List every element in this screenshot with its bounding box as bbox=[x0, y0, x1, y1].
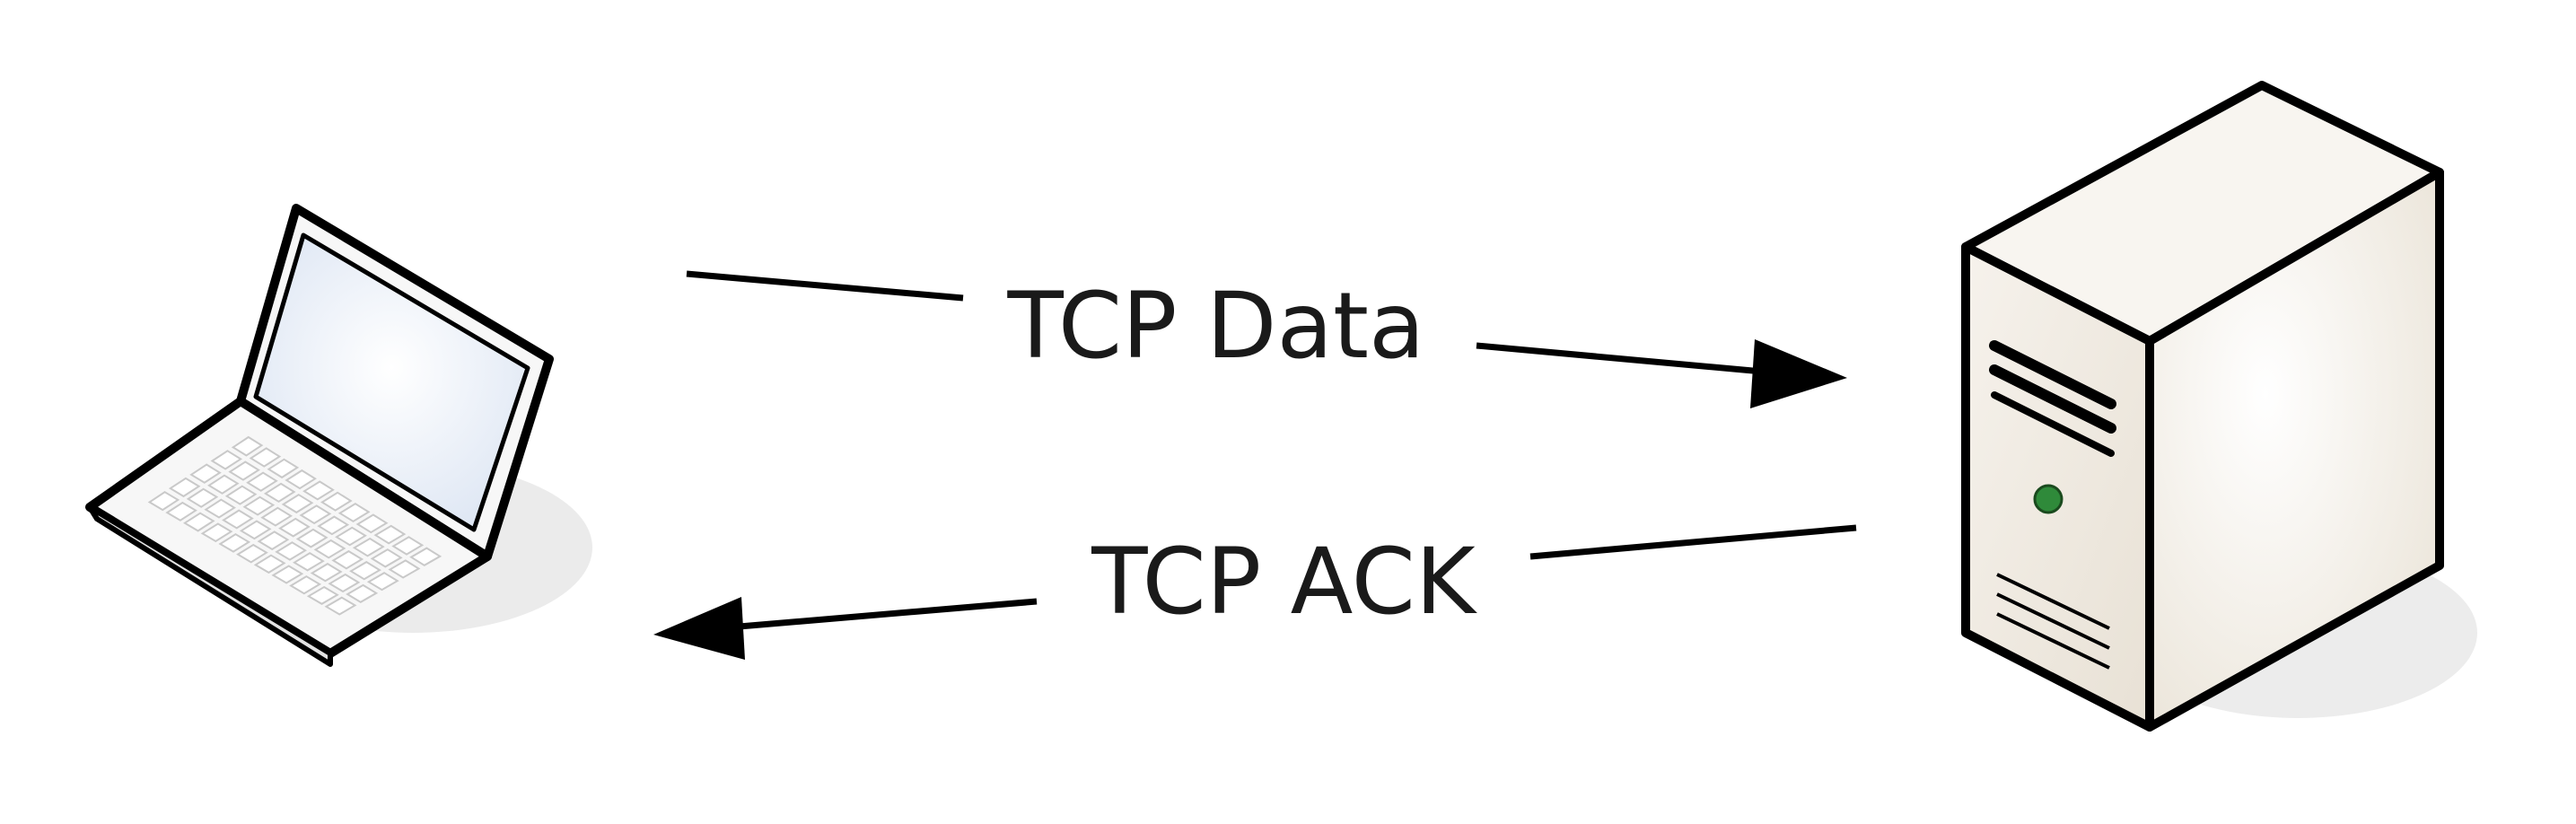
keyboard-key bbox=[260, 506, 294, 527]
keyboard-key bbox=[275, 541, 308, 561]
keyboard-key bbox=[224, 485, 258, 505]
server-drive-bay bbox=[1991, 391, 2115, 457]
keyboard-key bbox=[335, 526, 367, 547]
keyboard-key bbox=[168, 477, 201, 498]
keyboard-key bbox=[289, 575, 322, 595]
keyboard-key bbox=[409, 547, 442, 566]
keyboard-key bbox=[249, 447, 282, 468]
keyboard-key bbox=[281, 494, 314, 514]
keyboard-key bbox=[355, 513, 389, 534]
arrow-line bbox=[1476, 342, 1774, 376]
keyboard-key bbox=[147, 491, 180, 512]
laptop-icon bbox=[85, 204, 592, 667]
keyboard-key bbox=[207, 474, 240, 495]
keyboard-key bbox=[218, 533, 251, 553]
keyboard-key bbox=[352, 537, 385, 557]
keyboard-key bbox=[388, 559, 421, 579]
keyboard-key bbox=[370, 548, 403, 568]
keyboard-key bbox=[239, 520, 272, 540]
server-vent bbox=[1996, 592, 2110, 650]
keyboard-key bbox=[271, 565, 304, 584]
keyboard-key bbox=[324, 596, 357, 616]
keyboard-key bbox=[295, 528, 329, 548]
laptop-screen bbox=[253, 232, 530, 532]
server-icon bbox=[1961, 81, 2477, 732]
keyboard-key bbox=[299, 504, 332, 525]
server-drive-bay bbox=[1989, 364, 2116, 434]
keyboard-key bbox=[228, 460, 260, 481]
power-led-icon bbox=[2033, 484, 2063, 514]
keyboard-key bbox=[366, 572, 399, 592]
keyboard-key bbox=[200, 522, 233, 543]
keyboard-key bbox=[278, 517, 311, 538]
keyboard-key bbox=[320, 491, 353, 512]
arrowhead-right-icon bbox=[1750, 339, 1847, 408]
message-arrow-data: TCP Data bbox=[686, 270, 1847, 408]
keyboard-key bbox=[293, 552, 325, 572]
keyboard-key bbox=[257, 530, 290, 551]
keyboard-key bbox=[182, 512, 215, 532]
keyboard-key bbox=[313, 539, 346, 559]
server-vent bbox=[1996, 573, 2110, 630]
keyboard-key bbox=[302, 480, 335, 501]
laptop-front-edge bbox=[87, 504, 333, 667]
keyboard-key bbox=[346, 583, 379, 603]
arrow-line bbox=[686, 270, 964, 302]
message-label-ack: TCP ACK bbox=[1091, 529, 1478, 636]
keyboard-key bbox=[204, 498, 236, 519]
keyboard-key bbox=[310, 562, 343, 583]
keyboard-key bbox=[231, 435, 264, 457]
keyboard-key bbox=[253, 554, 286, 574]
keyboard-key bbox=[331, 549, 364, 570]
arrow-line bbox=[1529, 524, 1857, 560]
arrow-line bbox=[717, 598, 1038, 632]
message-label-data: TCP Data bbox=[1006, 273, 1424, 380]
keyboard-key bbox=[373, 524, 407, 545]
keyboard-key bbox=[165, 501, 197, 522]
message-arrow-ack: TCP ACK bbox=[653, 524, 1857, 660]
keyboard-key bbox=[267, 458, 300, 479]
laptop-keyboard bbox=[147, 435, 442, 616]
keyboard-key bbox=[236, 543, 268, 564]
keyboard-key bbox=[337, 503, 371, 522]
keyboard-key bbox=[246, 471, 278, 492]
keyboard-key bbox=[242, 495, 276, 516]
server-vent bbox=[1996, 612, 2110, 670]
keyboard-key bbox=[285, 469, 317, 490]
keyboard-key bbox=[349, 560, 381, 581]
keyboard-key bbox=[328, 573, 361, 593]
server-drive-bay bbox=[1989, 340, 2116, 409]
keyboard-key bbox=[306, 585, 339, 605]
arrowhead-left-icon bbox=[653, 597, 745, 660]
keyboard-key bbox=[391, 536, 425, 556]
server-front bbox=[1961, 242, 2154, 732]
keyboard-key bbox=[263, 482, 296, 503]
keyboard-key bbox=[186, 487, 219, 508]
keyboard-key bbox=[222, 509, 254, 530]
keyboard-key bbox=[317, 515, 350, 536]
keyboard-key bbox=[189, 463, 222, 484]
keyboard-key bbox=[210, 450, 243, 470]
